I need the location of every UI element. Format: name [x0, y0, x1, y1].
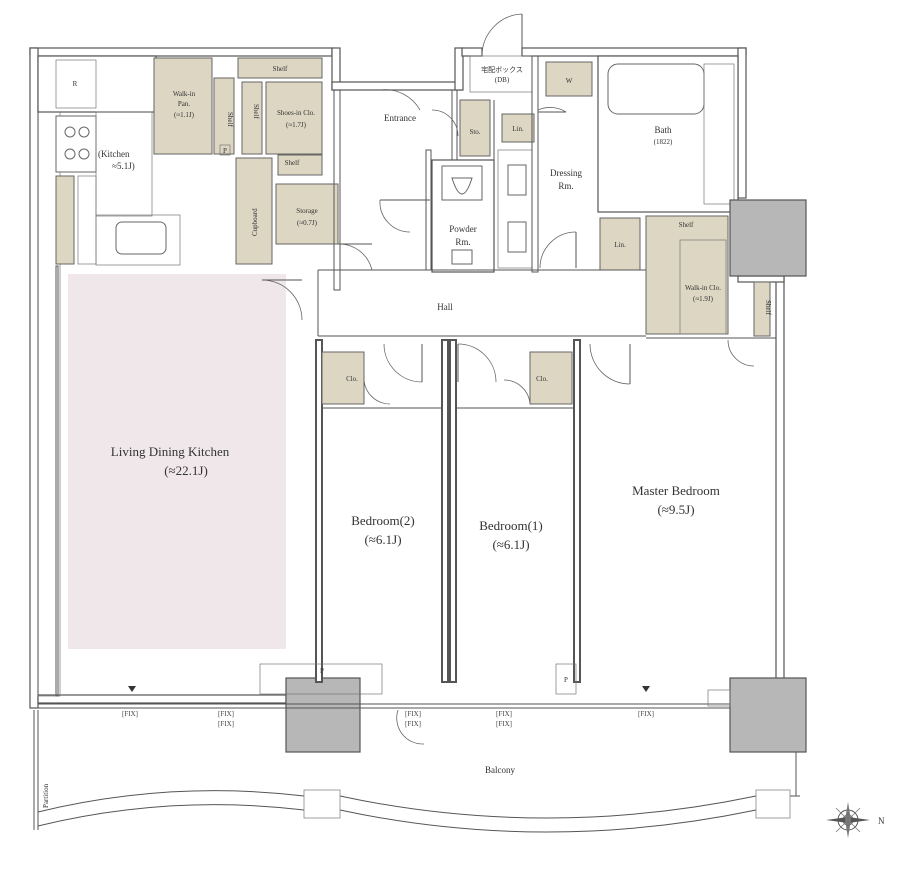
shoes-closet: [237, 57, 323, 79]
washer-space: [545, 61, 593, 97]
walkin-pan-sub: Pan.: [178, 100, 191, 108]
linen-label-2: Lin.: [614, 241, 626, 249]
refrigerator-label: R: [73, 80, 78, 88]
walkin-pan-label: Walk-in: [173, 90, 196, 98]
master-bedroom-area: (≈9.5J): [657, 502, 694, 517]
dressing-room-label-1: Dressing: [550, 168, 582, 178]
shelf-label-shoes-side: Shelf: [252, 104, 260, 119]
shelf-label-walkin-side: Shelf: [764, 300, 772, 315]
fix-label-5: [FIX]: [405, 720, 421, 728]
walkin-closet-area: (≈1.9J): [693, 295, 714, 303]
compass-north-label: N: [878, 816, 885, 826]
entrance-storage-label: Sto.: [469, 128, 480, 136]
fix-label-1: [FIX]: [122, 710, 138, 718]
bedroom2-closet-label: Clo.: [346, 375, 358, 383]
bath-size: (1822): [654, 138, 673, 146]
shelf-label-pantry: Shelf: [226, 112, 234, 127]
shoes-closet-label: Shoes-in Clo.: [277, 109, 315, 117]
fix-label-6: [FIX]: [496, 710, 512, 718]
linen-label-1: Lin.: [512, 125, 524, 133]
shoes-closet-area: (≈1.7J): [286, 121, 307, 129]
walkin-pan-area: (≈1.1J): [174, 111, 195, 119]
powder-room-label-2: Rm.: [455, 237, 470, 247]
balcony-rail: [33, 710, 800, 833]
pipe-space-bottom-right: P: [564, 676, 568, 684]
walk-in-closet: [645, 215, 729, 335]
ldk-floor: [68, 274, 286, 649]
outer-walls: [29, 47, 785, 709]
partition-label: Partition: [42, 783, 50, 808]
fix-label-8: [FIX]: [638, 710, 654, 718]
ldk-label: Living Dining Kitchen: [111, 444, 230, 459]
dressing-room-label-2: Rm.: [558, 181, 573, 191]
bedroom2-closet: [321, 351, 365, 405]
bedroom1-closet-label: Clo.: [536, 375, 548, 383]
pillar-bottom-center: [285, 677, 361, 753]
washer-label: W: [566, 77, 573, 85]
fix-label-4: [FIX]: [405, 710, 421, 718]
master-bedroom-label: Master Bedroom: [632, 483, 720, 498]
window-arrow-right: [642, 686, 650, 692]
pillar-top-right: [729, 199, 807, 277]
entrance-label: Entrance: [384, 113, 416, 123]
shelf-label-shoes-bottom: Shelf: [285, 159, 300, 167]
storage-label: Storage: [296, 207, 317, 215]
window-arrow-left: [128, 686, 136, 692]
fix-label-2: [FIX]: [218, 710, 234, 718]
pipe-space-pantry: P: [223, 147, 227, 155]
bedroom1-closet: [529, 351, 573, 405]
kitchen-area: [37, 55, 181, 266]
cupboard: [235, 157, 273, 265]
pipe-space-bottom-left: P: [320, 667, 324, 675]
room-labels: Living Dining Kitchen (≈22.1J) Bedroom(2…: [42, 65, 721, 808]
ldk-area: (≈22.1J): [164, 463, 208, 478]
kitchen-area: ≈5.1J): [112, 161, 135, 171]
delivery-box-label-1: 宅配ボックス: [481, 65, 523, 74]
cupboard-label: Cupboard: [251, 208, 259, 236]
delivery-box-label-2: (DB): [495, 76, 510, 84]
bedroom1-area: (≈6.1J): [492, 537, 529, 552]
entrance-storage: [459, 99, 491, 157]
balcony-label: Balcony: [485, 765, 515, 775]
powder-room-label-1: Powder: [449, 224, 477, 234]
pillar-bottom-right: [729, 677, 807, 753]
compass-icon: [826, 802, 870, 838]
fix-label-7: [FIX]: [496, 720, 512, 728]
storage: [275, 183, 339, 245]
kitchen-label: (Kitchen: [98, 149, 130, 159]
hall-label: Hall: [437, 302, 453, 312]
storage-area: (≈0.7J): [297, 219, 318, 227]
bedroom1-label: Bedroom(1): [479, 518, 543, 533]
bedroom2-label: Bedroom(2): [351, 513, 415, 528]
shelf-label-shoes: Shelf: [273, 65, 288, 73]
fixture-labels: R W Shelf Shelf Shelf Shelf Shelf Shelf …: [73, 65, 885, 826]
bedroom2-area: (≈6.1J): [364, 532, 401, 547]
walk-in-pantry: [153, 57, 213, 155]
walkin-closet-label: Walk-in Clo.: [685, 284, 721, 292]
fix-label-3: [FIX]: [218, 720, 234, 728]
shelf-label-walkin-top: Shelf: [679, 221, 694, 229]
bath-label: Bath: [655, 125, 672, 135]
